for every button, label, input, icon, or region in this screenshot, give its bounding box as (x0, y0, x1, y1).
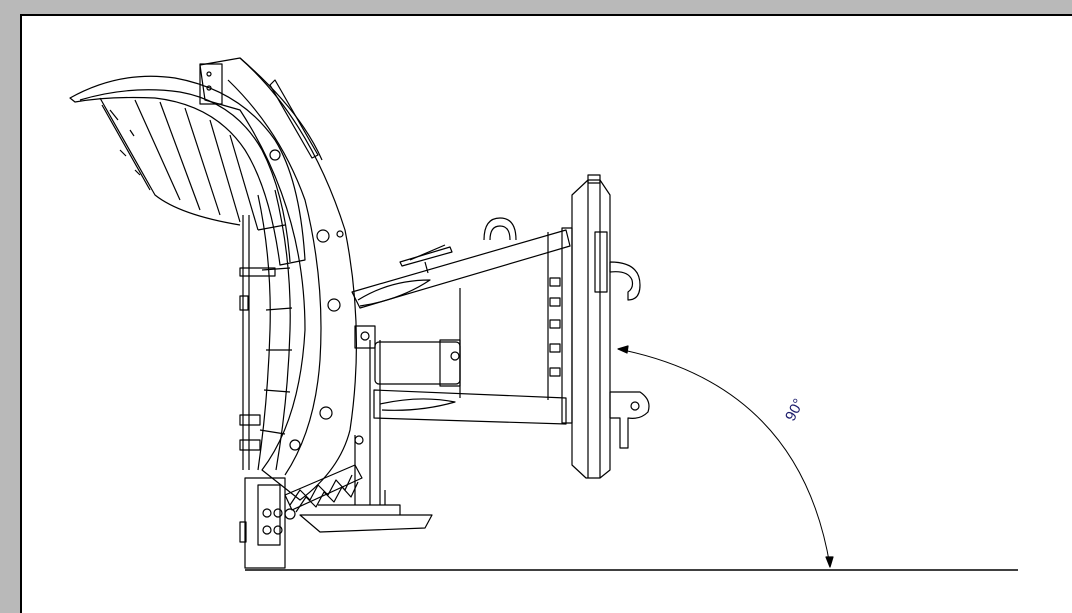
support-post (239, 215, 276, 470)
drawing-sheet (20, 14, 1072, 613)
pivot-holes (269, 149, 364, 451)
mounting-plate (561, 174, 611, 479)
frame-arm (199, 57, 357, 501)
angle-arrow-top (617, 345, 629, 354)
upper-push-arm (351, 217, 571, 309)
blade-shoe (239, 477, 296, 569)
skid-plate (299, 340, 433, 533)
push-frame-box (459, 232, 549, 400)
lower-bracket (609, 391, 650, 449)
trip-springs (284, 464, 363, 513)
cutting-edge-segments (257, 189, 293, 471)
mounting-bolts (549, 277, 561, 377)
lower-push-arm (373, 389, 567, 425)
page-shadow-left (0, 0, 20, 613)
angle-arrow-bottom (825, 556, 834, 568)
angle-arc (617, 348, 831, 567)
blade-moldboard (69, 75, 306, 266)
page-shadow-top (0, 0, 1072, 14)
coupling-hook (609, 261, 641, 301)
hydraulic-cylinder (354, 325, 461, 387)
